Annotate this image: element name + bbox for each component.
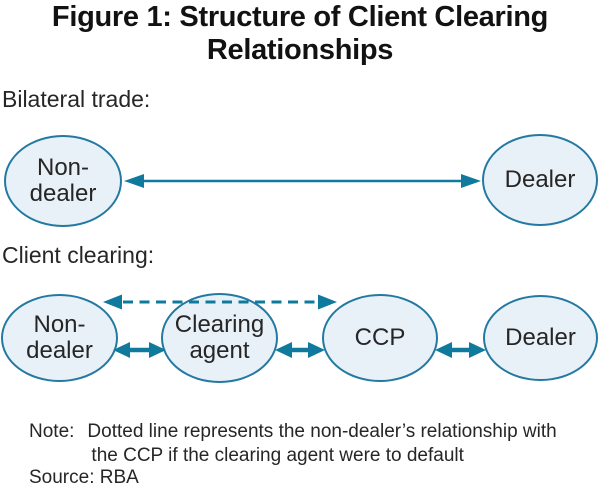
client-clearing-heading: Client clearing:	[2, 242, 155, 268]
double-arrow-ccp-dealer-icon	[435, 342, 486, 358]
node-bilateral-dealer: Dealer	[482, 134, 598, 226]
figure-title-line-2: Relationships	[206, 34, 394, 66]
note-label: Note:	[29, 421, 75, 442]
bilateral-trade-heading: Bilateral trade:	[2, 86, 151, 112]
source-line: Source: RBA	[29, 467, 139, 488]
node-clearing-agent: Clearing agent	[161, 293, 278, 383]
node-clearing-non-dealer: Non- dealer	[1, 294, 118, 382]
node-ccp: CCP	[322, 294, 438, 382]
figure-title: Figure 1: Structure of Client Clearing R…	[0, 1, 600, 67]
double-arrow-nondealer-agent-icon	[113, 342, 166, 358]
node-bilateral-non-dealer: Non- dealer	[4, 135, 122, 227]
figure-title-line-1: Figure 1: Structure of Client Clearing	[51, 1, 549, 33]
note-text: Dotted line represents the non-dealer’s …	[87, 421, 557, 466]
figure-note: Note: Dotted line represents the non-dea…	[29, 420, 583, 468]
bilateral-double-arrow-icon	[124, 174, 481, 188]
node-clearing-dealer: Dealer	[483, 295, 598, 381]
double-arrow-agent-ccp-icon	[275, 342, 325, 358]
